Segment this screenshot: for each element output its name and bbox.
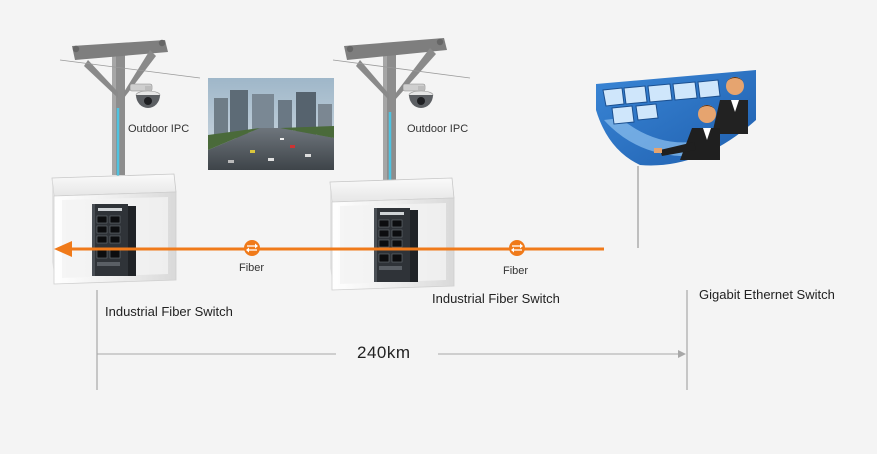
distance-label: 240km bbox=[357, 343, 411, 362]
industrial-switch-device-1 bbox=[92, 204, 136, 276]
industrial-switch-device-2 bbox=[374, 208, 418, 282]
arrow-left-icon bbox=[54, 241, 72, 257]
core-switch-label: Gigabit Ethernet Switch bbox=[699, 287, 835, 302]
fiber-connector-icon bbox=[509, 240, 525, 256]
operator-figure bbox=[654, 105, 720, 160]
fiber-connector-icon bbox=[244, 240, 260, 256]
fiber-label-1: Fiber bbox=[239, 262, 265, 274]
control-room-illustration bbox=[596, 70, 756, 166]
city-traffic-photo bbox=[208, 78, 334, 170]
utility-pole-1 bbox=[59, 39, 201, 175]
dome-camera-icon bbox=[129, 83, 161, 108]
fiber-label-2: Fiber bbox=[503, 265, 529, 277]
utility-pole-2 bbox=[332, 38, 471, 182]
camera-label-2: Outdoor IPC bbox=[407, 123, 469, 135]
switch-label-1: Industrial Fiber Switch bbox=[105, 304, 233, 319]
distance-measure bbox=[96, 290, 688, 390]
camera-label-1: Outdoor IPC bbox=[128, 123, 190, 135]
operator-figure bbox=[712, 77, 748, 134]
switch-label-2: Industrial Fiber Switch bbox=[432, 291, 560, 306]
switch-cabinet-1 bbox=[51, 173, 177, 285]
dome-camera-icon bbox=[402, 83, 434, 108]
